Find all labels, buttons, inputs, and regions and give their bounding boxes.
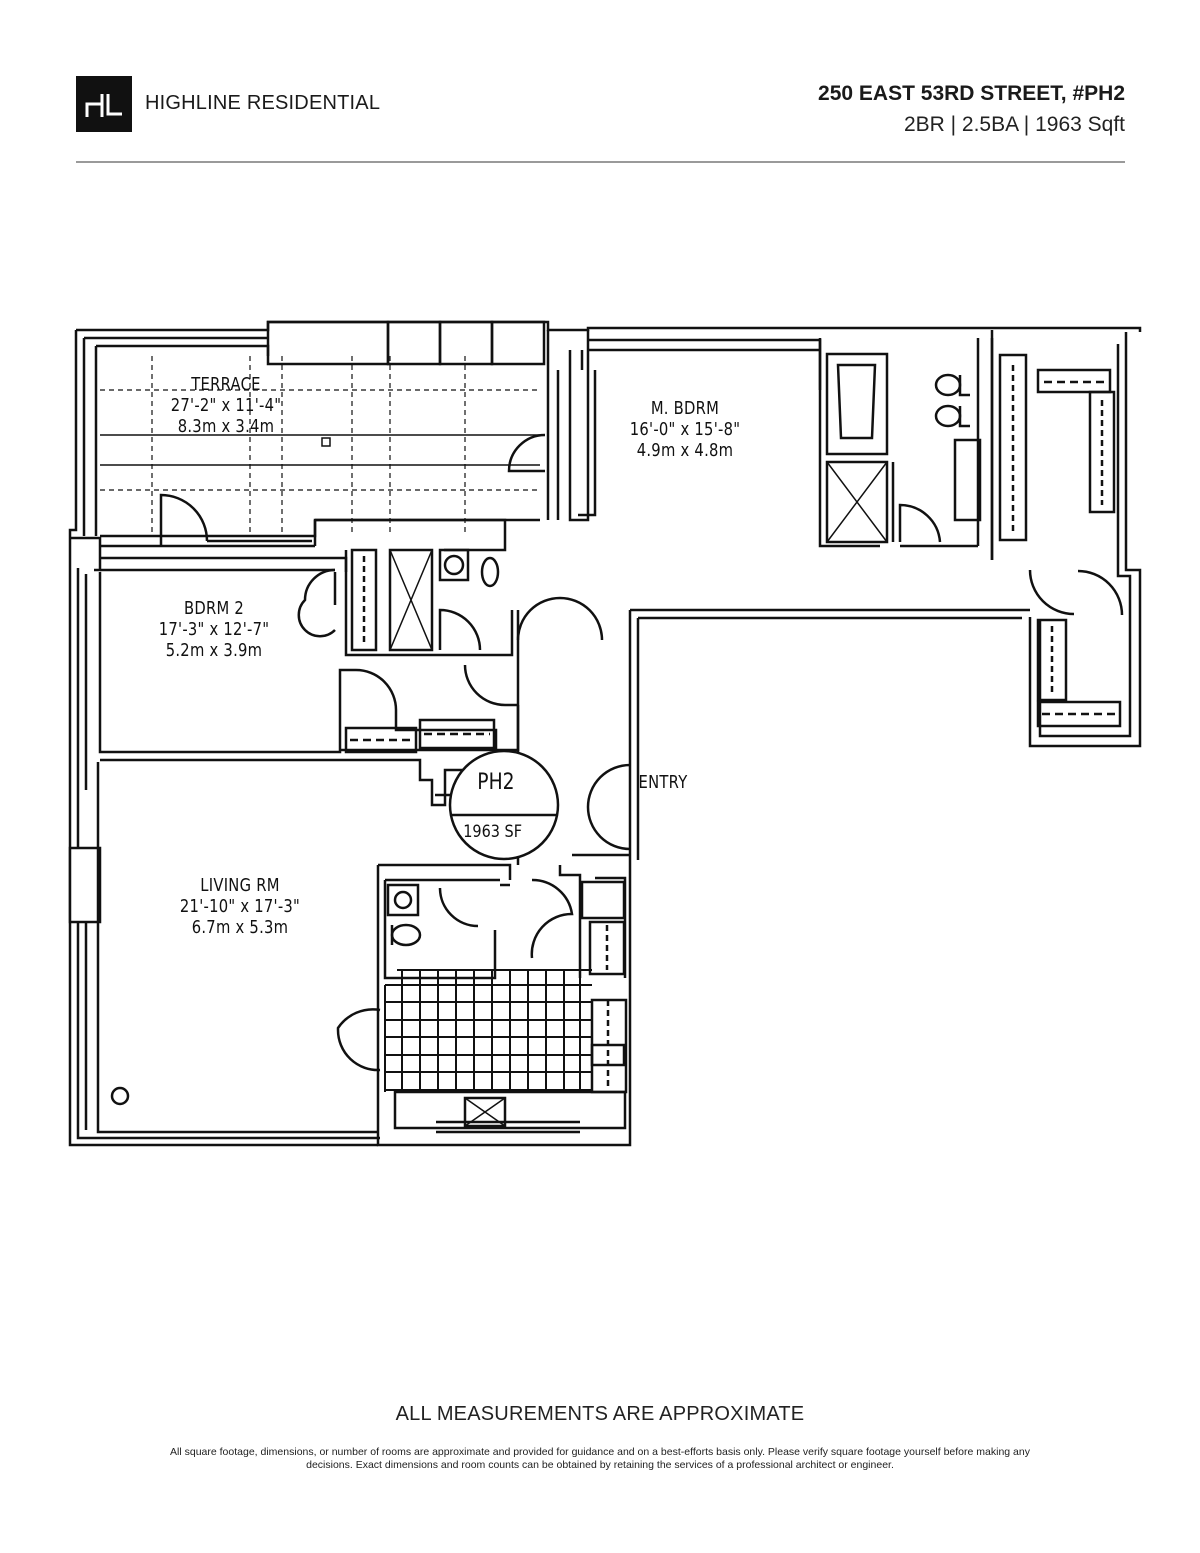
room-label-living-room: LIVING RM 21'-10" x 17'-3" 6.7m x 5.3m <box>150 875 330 938</box>
room-label-terrace: TERRACE 27'-2" x 11'-4" 8.3m x 3.4m <box>136 374 316 437</box>
room-dims-imperial: 27'-2" x 11'-4" <box>170 395 282 416</box>
cooktop-icon <box>463 1096 507 1128</box>
door-swing-icon <box>159 493 209 546</box>
room-name: BDRM 2 <box>183 598 245 619</box>
brand-name: HIGHLINE RESIDENTIAL <box>145 92 381 114</box>
unit-badge-number: PH2 <box>477 770 515 795</box>
disclaimer: All square footage, dimensions, or numbe… <box>100 1446 1100 1472</box>
kitchen-walls <box>378 863 627 980</box>
room-dims-metric: 8.3m x 3.4m <box>177 416 275 437</box>
room-name: LIVING RM <box>200 875 280 896</box>
toilet-icon <box>480 556 500 588</box>
bedroom2-walls <box>98 518 520 807</box>
bathtub-icon <box>825 352 889 456</box>
door-swing-icon <box>516 596 604 641</box>
room-dims-imperial: 16'-0" x 15'-8" <box>629 419 741 440</box>
toilet-icon <box>390 923 422 947</box>
floor-plan-drawing <box>68 320 1142 1147</box>
room-dims-imperial: 21'-10" x 17'-3" <box>179 896 301 917</box>
kitchen-counter <box>393 998 628 1130</box>
listing-address: 250 EAST 53RD STREET, #PH2 <box>818 82 1125 105</box>
terrace-planters <box>266 320 546 366</box>
room-dims-metric: 4.9m x 4.8m <box>636 440 734 461</box>
room-dims-metric: 6.7m x 5.3m <box>191 917 289 938</box>
door-swing-icon <box>586 763 631 851</box>
door-swing-icon <box>336 1008 381 1072</box>
door-swing-icon <box>530 878 574 959</box>
unit-badge-area: 1963 SF <box>463 822 523 842</box>
closet-rod-icon <box>350 548 378 652</box>
toilet-icon <box>934 373 970 428</box>
door-swing-icon <box>1028 569 1075 616</box>
sink-icon <box>386 883 420 917</box>
door-swing-icon <box>463 664 518 707</box>
closet-rod-icon <box>998 353 1116 542</box>
shower-icon <box>825 460 889 544</box>
door-swing-icon <box>891 462 942 543</box>
disclaimer-line-1: All square footage, dimensions, or numbe… <box>170 1446 1030 1458</box>
disclaimer-line-2: decisions. Exact dimensions and room cou… <box>306 1459 894 1471</box>
door-swing-icon <box>507 433 546 473</box>
door-swing-icon <box>438 608 482 651</box>
room-dims-metric: 5.2m x 3.9m <box>165 640 263 661</box>
room-label-bedroom-2: BDRM 2 17'-3" x 12'-7" 5.2m x 3.9m <box>124 598 304 661</box>
shower-icon <box>388 548 434 652</box>
closet-rod-icon <box>1036 618 1122 728</box>
room-name: M. BDRM <box>650 398 720 419</box>
unit-badge-circle <box>448 749 560 861</box>
terrace-grid <box>100 356 540 536</box>
room-dims-imperial: 17'-3" x 12'-7" <box>158 619 270 640</box>
sink-icon <box>438 548 470 582</box>
door-swing-icon <box>438 887 479 928</box>
vanity-icon <box>953 438 982 522</box>
master-bedroom-walls <box>578 330 994 560</box>
measurements-notice: ALL MEASUREMENTS ARE APPROXIMATE <box>395 1403 805 1425</box>
header-divider <box>76 161 1125 163</box>
column-icon <box>110 1086 130 1106</box>
kitchen-tile-grid <box>384 969 592 1092</box>
listing-specs: 2BR | 2.5BA | 1963 Sqft <box>903 113 1125 136</box>
outer-walls <box>68 320 1142 1147</box>
hl-logo-icon <box>85 94 122 117</box>
brand-logo <box>76 76 132 132</box>
door-swing-icon <box>1077 569 1124 616</box>
floor-plan: TERRACE 27'-2" x 11'-4" 8.3m x 3.4m M. B… <box>60 310 1150 1170</box>
closet-rod-icon <box>344 718 496 754</box>
page-header: HIGHLINE RESIDENTIAL 250 EAST 53RD STREE… <box>76 76 1125 162</box>
terrace-lines <box>100 434 540 466</box>
room-label-master-bedroom: M. BDRM 16'-0" x 15'-8" 4.9m x 4.8m <box>603 398 767 461</box>
door-swing-icon <box>297 568 336 638</box>
entry-label: ENTRY <box>638 772 688 793</box>
room-name: TERRACE <box>191 374 261 395</box>
